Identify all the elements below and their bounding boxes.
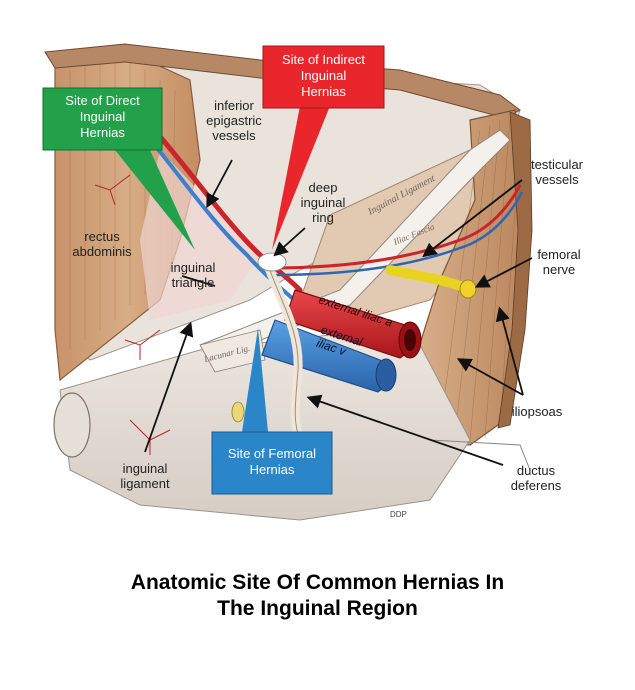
direct-hernia-box [42,87,163,151]
nerve-line-1: femoral [537,247,581,262]
inguinal-triangle-region [140,150,260,320]
triangle-line-1: inguinal [170,260,216,275]
testicular-line-2: vessels [535,172,579,187]
ligament-arrow [144,321,194,453]
triangle-pointer [181,275,216,287]
femoral-ring-node [231,401,245,423]
fascia-edge [429,439,531,471]
femoral-nerve-cut [459,279,477,299]
ductus-line-2: deferens [510,478,562,493]
deep-inguinal-ring-label: deep inguinal ring [288,180,358,225]
artist-signature: DDP [390,510,407,519]
direct-line-2: Inguinal [79,109,126,124]
lacunar-ligament [199,329,266,373]
psoas-cut-surface [497,111,533,429]
iliopsoas-arrow-2 [456,358,524,396]
indirect-line-1: Site of Indirect [281,52,366,67]
psoas-fibers [439,117,521,441]
iliopsoas-line-1: iliopsoas [511,404,563,419]
indirect-hernia-text: Site of Indirect Inguinal Hernias [263,52,384,100]
pubic-bone-cut [53,392,91,458]
indirect-line-3: Hernias [301,84,346,99]
indirect-hernia-box [262,45,385,109]
testicular-vessels-label: testicular vessels [516,157,598,187]
direct-hernia-callout [42,87,195,250]
femoral-hernia-callout [211,328,333,495]
nerve-line-2: nerve [542,262,576,277]
femoral-line-1: Site of Femoral [227,446,317,461]
femoral-hernia-pointer [242,328,268,432]
external-iliac-vein-lumen [375,358,397,392]
femoral-nerve-arrow [474,257,533,288]
indirect-line-2: Inguinal [300,68,347,83]
deep-ring-line-1: deep [308,180,338,195]
epigastric-line-1: inferior [214,98,254,113]
direct-hernia-text: Site of Direct Inguinal Hernias [43,93,162,141]
femoral-nerve-label: femoral nerve [528,247,590,277]
ligament-line-2: ligament [120,476,170,491]
epigastric-line-3: vessels [212,128,256,143]
iliopsoas-arrow-1 [495,306,524,396]
ductus-arrow [306,394,504,466]
femoral-hernia-text: Site of Femoral Hernias [212,446,332,478]
direct-hernia-pointer [115,150,195,250]
rectus-abdominis-label: rectus abdominis [66,229,138,259]
ductus-line-1: ductus [516,463,556,478]
artery-lumen-inner [404,329,416,351]
anatomy-illustration: Inguinal Ligament Iliac Fascia Lacunar L… [44,43,533,521]
testicular-vessels [269,184,522,270]
epigastric-line-2: epigastric [206,113,262,128]
testicular-vessels-vein [271,191,524,277]
leader-lines [144,159,533,466]
rectus-line-2: abdominis [72,244,132,259]
indirect-hernia-pointer [272,106,330,250]
epigastric-arrow [206,159,233,209]
ductus-deferens-outline [267,264,301,441]
caption-line-1: Anatomic Site Of Common Hernias In [130,571,505,594]
caption-line-2: The Inguinal Region [217,597,418,620]
triangle-line-2: triangle [171,275,215,290]
indirect-hernia-callout [262,45,385,250]
iliopsoas-label: iliopsoas [497,404,577,419]
femoral-nerve [385,265,473,293]
direct-line-3: Hernias [80,125,125,140]
inferior-epigastric-label: inferior epigastric vessels [194,98,274,143]
testicular-line-1: testicular [530,157,584,172]
direct-line-1: Site of Direct [65,93,140,108]
femoral-line-2: Hernias [249,462,295,477]
femoral-hernia-box [211,431,333,495]
ligament-line-1: inguinal [122,461,168,476]
deep-ring-line-2: inguinal [300,195,346,210]
figure-caption: Anatomic Site Of Common Hernias In The I… [0,570,635,622]
deep-ring-line-3: ring [312,210,334,225]
deep-inguinal-ring [257,252,287,272]
testicular-arrow [422,179,523,258]
inguinal-ligament-label: inguinal ligament [108,461,182,491]
ductus-deferens-label: ductus deferens [500,463,572,493]
deep-ring-arrow [273,227,306,257]
inguinal-triangle-label: inguinal triangle [160,260,226,290]
rectus-line-1: rectus [84,229,120,244]
